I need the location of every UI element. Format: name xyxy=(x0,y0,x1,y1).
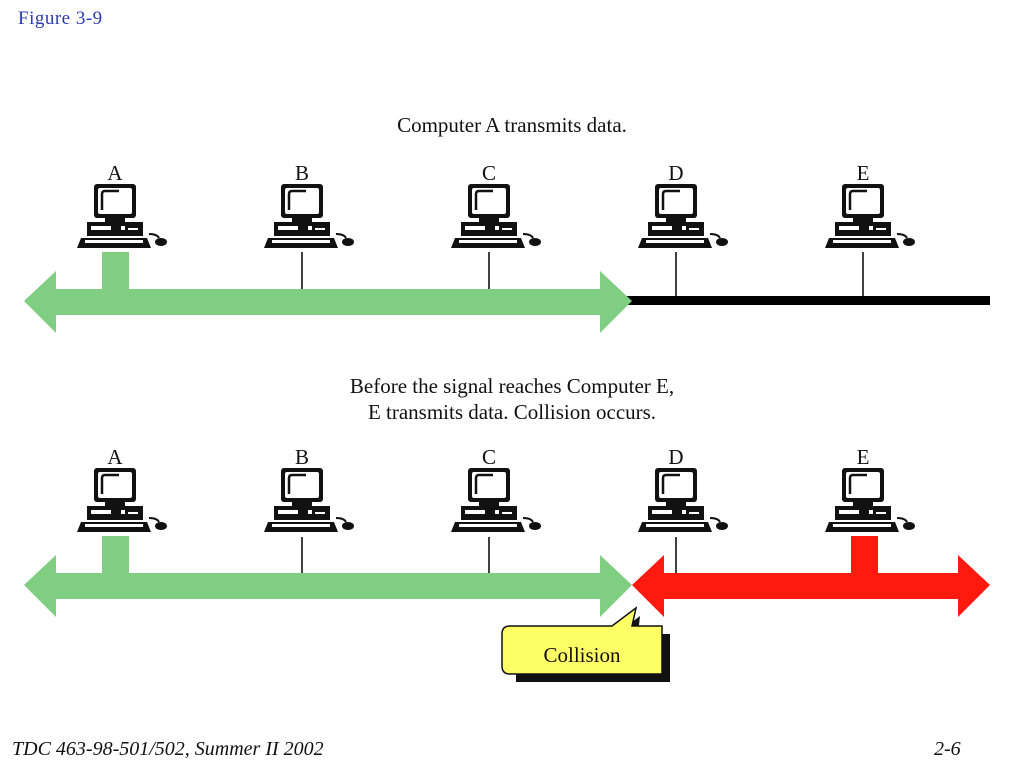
computer-label-b1: B xyxy=(295,161,309,185)
collision-callout-text: Collision xyxy=(543,643,621,667)
computer-label-b2: B xyxy=(295,445,309,469)
computer-icon xyxy=(823,466,917,534)
computer-label-d2: D xyxy=(668,445,683,469)
computer-icon xyxy=(262,466,356,534)
computer-icon xyxy=(262,182,356,250)
cable-panel1 xyxy=(600,296,990,305)
computer-icon xyxy=(636,182,730,250)
computer-label-e1: E xyxy=(857,161,870,185)
panel2-caption-line2: E transmits data. Collision occurs. xyxy=(367,400,657,424)
computer-icon xyxy=(75,182,169,250)
computer-icon xyxy=(823,182,917,250)
signal-a-arrow-panel2 xyxy=(24,536,632,617)
signal-e-arrow-panel2 xyxy=(632,536,990,617)
panel2-caption-line1: Before the signal reaches Computer E, xyxy=(349,374,675,398)
computer-icon xyxy=(636,466,730,534)
computer-label-c2: C xyxy=(482,445,496,469)
collision-callout: Collision xyxy=(501,606,670,682)
computer-icon xyxy=(449,466,543,534)
computer-label-a2: A xyxy=(107,445,123,469)
computer-icon xyxy=(75,466,169,534)
computer-icon xyxy=(449,182,543,250)
panel1-caption: Computer A transmits data. xyxy=(397,113,627,137)
computer-label-d1: D xyxy=(668,161,683,185)
computer-label-c1: C xyxy=(482,161,496,185)
computer-label-a1: A xyxy=(107,161,123,185)
footer-course: TDC 463-98-501/502, Summer II 2002 xyxy=(12,738,324,760)
figure-label: Figure 3-9 xyxy=(18,8,103,29)
computer-label-e2: E xyxy=(857,445,870,469)
footer-page-number: 2-6 xyxy=(934,738,961,760)
signal-a-arrow-panel1 xyxy=(24,252,632,333)
